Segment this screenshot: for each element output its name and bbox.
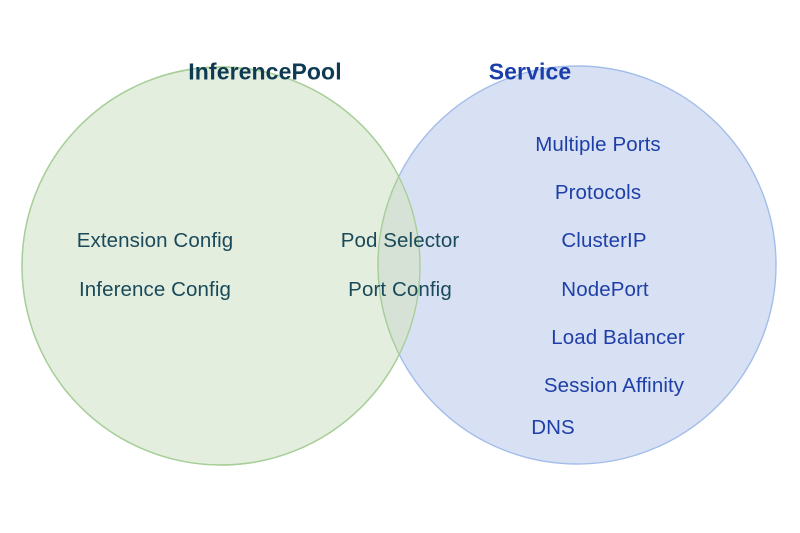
left-item-extension-config: Extension Config [76, 229, 234, 252]
right-item-load-balancer: Load Balancer [551, 326, 685, 349]
intersection-item-port-config: Port Config [348, 278, 452, 301]
right-set-title: Service [488, 58, 572, 85]
left-set-title: InferencePool [188, 58, 342, 85]
left-circle-outline [21, 66, 421, 466]
left-circle-inferencepool[interactable] [21, 66, 421, 466]
intersection-item-pod-selector: Pod Selector [340, 229, 460, 252]
right-item-nodeport: NodePort [561, 278, 649, 301]
right-item-dns: DNS [531, 416, 575, 439]
intersection-region[interactable] [377, 66, 776, 465]
right-item-protocols: Protocols [554, 181, 642, 204]
right-item-session-affinity: Session Affinity [543, 374, 685, 397]
left-item-inference-config: Inference Config [78, 278, 232, 301]
right-circle-service[interactable] [377, 65, 777, 465]
right-item-clusterip: ClusterIP [561, 229, 647, 252]
right-item-multiple-ports: Multiple Ports [535, 133, 661, 156]
